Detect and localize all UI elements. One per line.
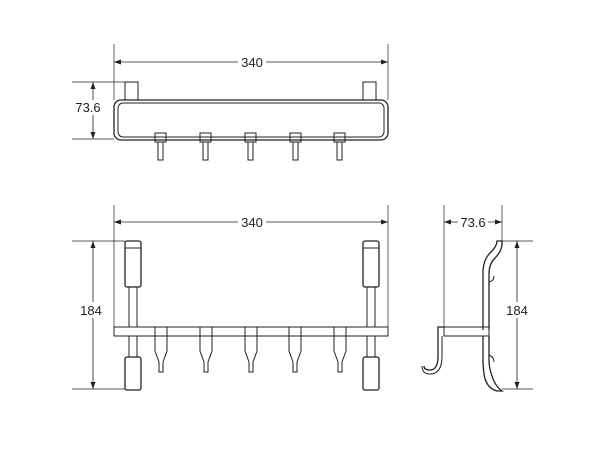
side-front-hook (423, 326, 444, 371)
front-view: 340 184 (72, 205, 389, 391)
top-tray-inner (117, 102, 385, 138)
side-height-label: 184 (506, 303, 528, 318)
top-hook-4-pin (292, 141, 299, 161)
front-hook-5 (333, 326, 347, 373)
top-depth-label: 73.6 (75, 100, 100, 115)
top-width-label: 340 (241, 55, 263, 70)
front-right-upper-sleeve (362, 240, 380, 288)
front-hook-1 (154, 326, 168, 373)
front-right-post (362, 240, 380, 391)
front-left-lower-sleeve (124, 356, 142, 391)
side-lower-hook (482, 336, 505, 392)
front-hook-2 (199, 326, 213, 373)
front-right-lower-sleeve (362, 356, 380, 391)
top-hooks (154, 132, 346, 161)
front-width-label: 340 (241, 215, 263, 230)
front-height-label: 184 (80, 303, 102, 318)
top-hook-2-pin (202, 141, 209, 161)
front-hooks (154, 326, 347, 373)
top-right-cap (362, 81, 377, 101)
side-upper-hook (482, 240, 503, 330)
top-view: 340 73.6 (72, 44, 389, 161)
side-view: 73.6 184 (421, 205, 533, 392)
front-left-upper-sleeve (124, 240, 142, 288)
top-left-cap (124, 81, 139, 101)
side-depth-label: 73.6 (460, 215, 485, 230)
front-hook-3 (244, 326, 258, 373)
front-left-post (124, 240, 142, 391)
top-hook-1-pin (157, 141, 164, 161)
top-hook-3-pin (247, 141, 254, 161)
side-arm (443, 326, 490, 337)
top-hook-5-pin (336, 141, 343, 161)
top-tray-outer (113, 99, 389, 141)
front-hook-4 (288, 326, 302, 373)
